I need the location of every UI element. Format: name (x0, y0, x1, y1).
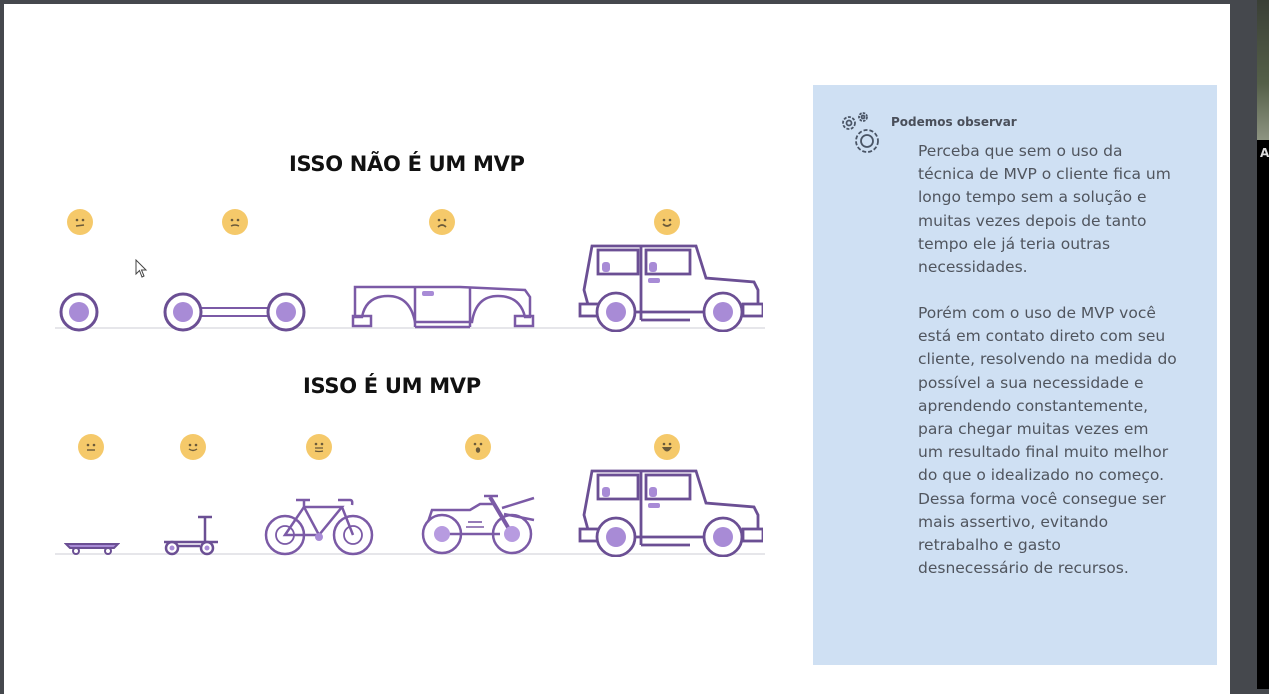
text-line: aprendendo constantemente, (918, 396, 1149, 415)
slight-smile-face-icon (306, 434, 332, 460)
text-line: possível a sua necessidade e (918, 373, 1144, 392)
skateboard-icon (64, 543, 120, 555)
axle-icon (163, 292, 306, 332)
panel-paragraph-2: Porém com o uso de MVP você está em cont… (918, 302, 1218, 580)
heading-mvp: ISSO É UM MVP (303, 374, 481, 398)
grinning-face-icon (654, 434, 680, 460)
gears-icon (842, 112, 879, 153)
surprised-face-icon (465, 434, 491, 460)
motorcycle-icon (421, 494, 535, 555)
text-line: técnica de MVP o cliente fica um (918, 165, 1171, 184)
participant-name-initial: A (1260, 146, 1269, 160)
text-line: para chegar muitas vezes em (918, 420, 1149, 439)
text-line: está em contato direto com seu (918, 327, 1166, 346)
car-body-icon (351, 285, 535, 329)
text-line: cliente, resolvendo na medida do (918, 350, 1177, 369)
ground-line-top (55, 327, 765, 329)
mouse-cursor-icon (135, 259, 148, 278)
car-icon (578, 469, 763, 557)
text-line: longo tempo sem a solução e (918, 188, 1147, 207)
text-line: Perceba que sem o uso da (918, 142, 1123, 160)
neutral-face-icon (78, 434, 104, 460)
heading-not-mvp: ISSO NÃO É UM MVP (289, 152, 525, 176)
scooter-icon (164, 515, 218, 556)
text-line: um resultado final muito melhor (918, 443, 1169, 462)
observation-panel: Podemos observar Perceba que sem o uso d… (813, 85, 1217, 665)
slight-smile-face-icon (180, 434, 206, 460)
text-line: muitas vezes depois de tanto (918, 211, 1147, 230)
text-line: desnecessário de recursos. (918, 559, 1129, 578)
wheel-icon (59, 292, 99, 332)
text-line: tempo ele já teria outras (918, 234, 1111, 253)
panel-paragraph-1: Perceba que sem o uso da técnica de MVP … (918, 140, 1218, 279)
text-line: necessidades. (918, 258, 1028, 277)
text-line: retrabalho e gasto (918, 536, 1061, 555)
frowning-face-icon (429, 209, 455, 235)
text-line: Dessa forma você consegue ser (918, 489, 1166, 508)
participant-video-thumbnail[interactable] (1257, 0, 1269, 140)
smiling-face-icon (654, 209, 680, 235)
neutral-face-icon (67, 209, 93, 235)
neutral-face-icon (222, 209, 248, 235)
ground-line-bottom (55, 553, 765, 555)
bicycle-icon (264, 498, 374, 556)
side-video-strip (1257, 0, 1269, 689)
text-line: do que o idealizado no começo. (918, 466, 1164, 485)
text-line: Porém com o uso de MVP você (918, 304, 1156, 322)
panel-title: Podemos observar (891, 115, 1017, 129)
car-icon (578, 244, 763, 332)
text-line: mais assertivo, evitando (918, 512, 1109, 531)
